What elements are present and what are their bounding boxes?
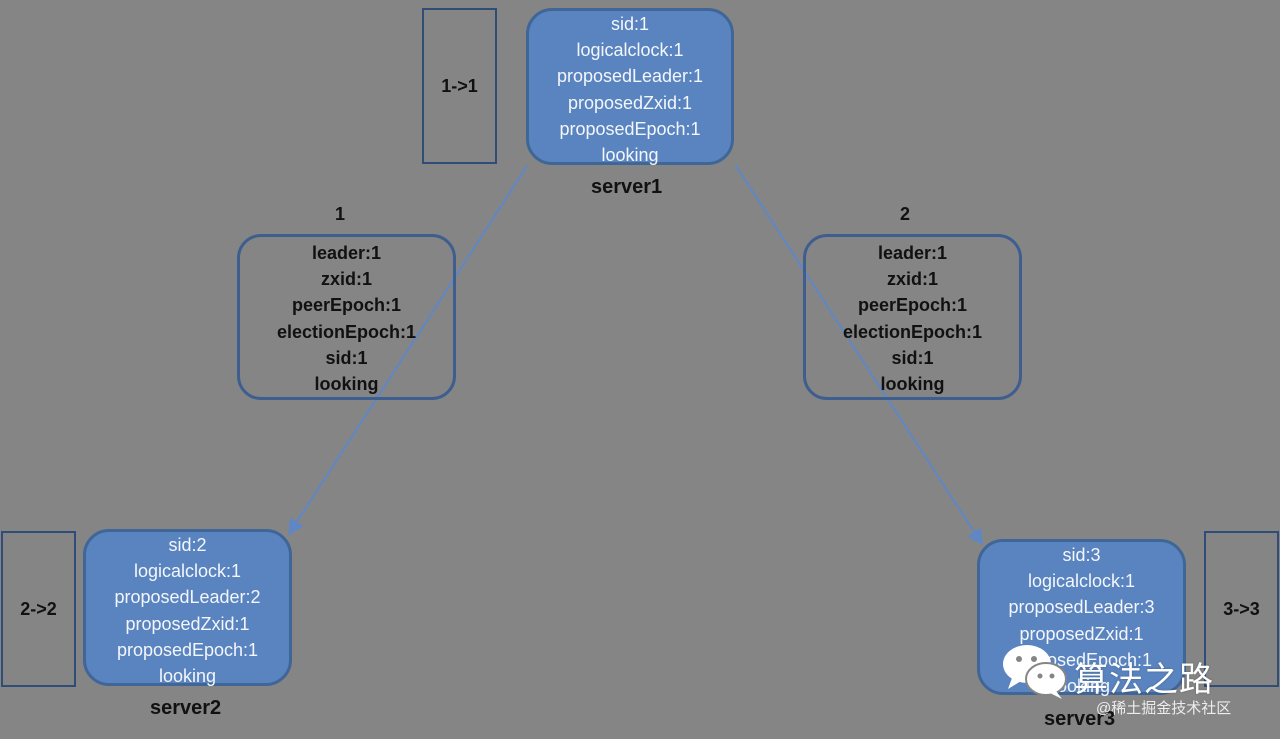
server1-field: sid:1 [610,14,650,34]
arrow-server1-to-server2 [288,165,528,536]
server2-field: looking [158,666,217,687]
vote-left-field: leader:1 [311,243,382,263]
vote-left-field: electionEpoch:1 [276,321,417,342]
server2-field: proposedZxid:1 [125,613,250,634]
server1-node: sid:1 logicalclock:1 proposedLeader:1 pr… [526,8,734,165]
server3-field: logicalclock:1 [1027,571,1136,592]
server3-label: server3 [1044,708,1116,730]
vote-left-field: peerEpoch:1 [291,295,402,316]
server2-counter-text: 2->2 [20,598,57,619]
server1-field: looking [601,145,659,166]
vote-left-field: looking [314,374,379,395]
server3-counter-box: 3->3 [1204,531,1279,687]
watermark-title: 算法之路 [1074,661,1214,699]
vote-right-field: looking [880,374,945,395]
server2-field: logicalclock:1 [133,561,242,582]
vote-left-number: 1 [335,204,346,224]
server1-counter-text: 1->1 [441,75,478,96]
vote-left-message: leader:1 zxid:1 peerEpoch:1 electionEpoc… [237,234,456,400]
server2-label: server2 [150,697,222,719]
server2-field: proposedLeader:2 [114,587,261,608]
arrow-server1-to-server3 [735,165,983,546]
server3-field: proposedLeader:3 [1008,597,1155,618]
server3-field: sid:3 [1062,545,1101,565]
vote-right-field: peerEpoch:1 [857,295,968,316]
vote-left-field: zxid:1 [320,269,372,290]
server1-counter-box: 1->1 [422,8,497,164]
server1-field: proposedEpoch:1 [559,118,701,139]
server2-node: sid:2 logicalclock:1 proposedLeader:2 pr… [83,529,292,686]
vote-right-field: electionEpoch:1 [842,321,983,342]
community-watermark: @稀土掘金技术社区 [1096,700,1232,717]
vote-left-field: sid:1 [325,347,368,368]
server3-field: looking [1052,676,1111,697]
vote-right-number: 2 [900,204,911,224]
vote-right-field: sid:1 [891,347,934,368]
wechat-icon [1000,641,1070,701]
server2-field: sid:2 [168,535,207,555]
server2-counter-box: 2->2 [1,531,76,687]
server1-field: proposedLeader:1 [556,66,704,87]
server1-label: server1 [591,176,663,198]
server1-field: proposedZxid:1 [567,92,693,113]
vote-right-field: zxid:1 [886,269,938,290]
vote-right-field: leader:1 [877,243,948,263]
server2-field: proposedEpoch:1 [116,639,259,660]
vote-right-message: leader:1 zxid:1 peerEpoch:1 electionEpoc… [803,234,1022,400]
server3-field: proposedZxid:1 [1019,623,1144,644]
server3-counter-text: 3->3 [1223,598,1260,619]
server1-field: logicalclock:1 [576,40,684,61]
